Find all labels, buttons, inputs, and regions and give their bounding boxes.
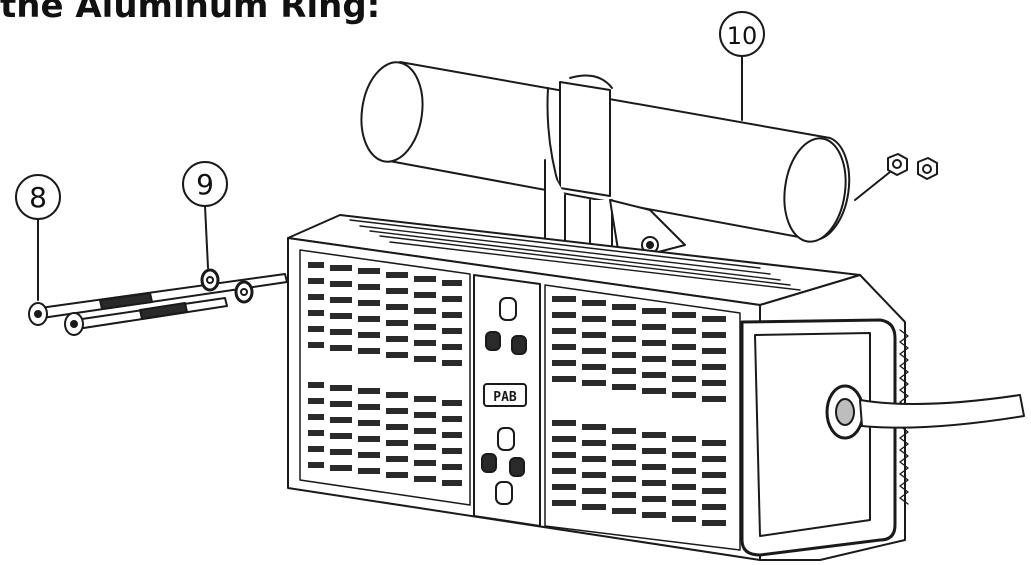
callout-8: [15, 174, 61, 301]
bolts: [28, 273, 288, 336]
washers: [200, 268, 254, 304]
light-housing: [287, 214, 1025, 561]
right-grille: [544, 284, 741, 551]
center-control-strip: [473, 274, 541, 527]
left-grille: [299, 249, 471, 506]
hex-nuts: [854, 153, 938, 201]
page-title: the Aluminum Ring:: [0, 0, 381, 26]
callout-10-label: 10: [727, 22, 758, 50]
mounting-pipe: [360, 61, 851, 243]
pipe-clamp: [544, 74, 686, 263]
callout-10: [719, 11, 765, 121]
device-badge: PAB: [493, 390, 517, 405]
callout-9-label: 9: [196, 168, 214, 201]
callout-8-label: 8: [29, 181, 47, 214]
callout-9: [182, 161, 228, 269]
